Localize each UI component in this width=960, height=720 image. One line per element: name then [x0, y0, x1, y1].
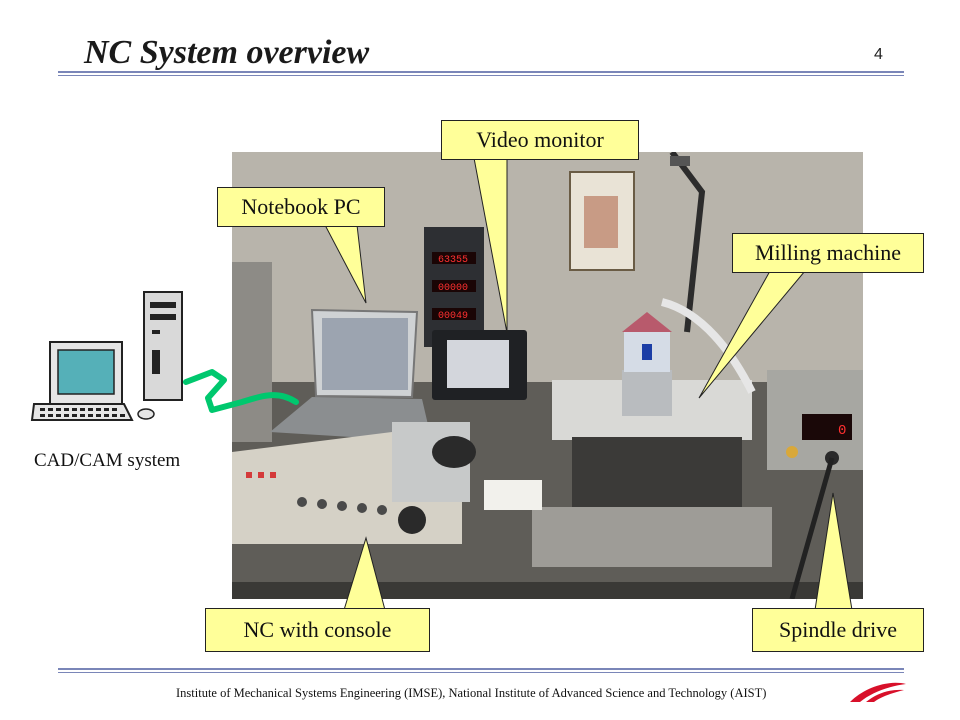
- cad-cam-label: CAD/CAM system: [34, 450, 181, 471]
- slide-title: NC System overview: [84, 34, 370, 71]
- nc-console-callout: NC with console: [205, 608, 430, 652]
- aist-logo-icon: [850, 682, 906, 702]
- svg-text:00049: 00049: [438, 311, 468, 322]
- bottom-rule: [58, 668, 904, 673]
- computer-workstation-icon: [30, 291, 183, 421]
- spindle-drive-callout: Spindle drive: [752, 608, 924, 652]
- notebook-pc-callout: Notebook PC: [217, 187, 385, 227]
- milling-machine-callout: Milling machine: [732, 233, 924, 273]
- svg-text:0: 0: [838, 423, 846, 439]
- video-monitor-callout: Video monitor: [441, 120, 639, 160]
- page-number: 4: [874, 46, 883, 63]
- top-rule: [58, 71, 904, 76]
- svg-text:00000: 00000: [438, 283, 468, 294]
- footer-text: Institute of Mechanical Systems Engineer…: [176, 686, 767, 700]
- svg-text:63355: 63355: [438, 255, 468, 266]
